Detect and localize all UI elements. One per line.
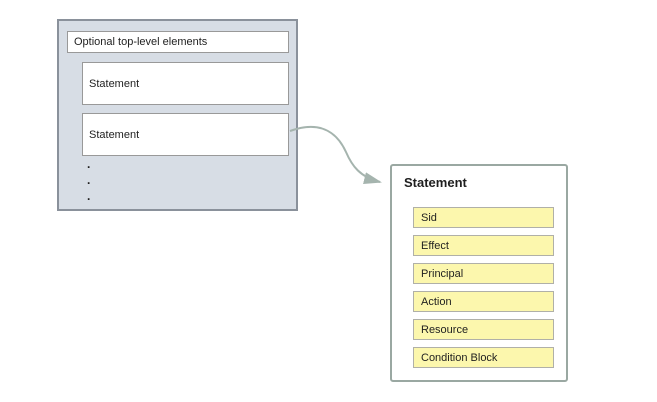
statement-element-list: Sid Effect Principal Action Resource Con… [413,207,554,368]
ellipsis-dot: . [87,189,91,203]
ellipsis-dot: . [87,173,91,187]
element-action: Action [413,291,554,312]
statement-box-2: Statement [82,113,289,156]
element-effect: Effect [413,235,554,256]
element-principal: Principal [413,263,554,284]
element-resource: Resource [413,319,554,340]
statement-detail-title: Statement [404,175,467,190]
element-sid: Sid [413,207,554,228]
policy-document-container: Optional top-level elements Statement St… [57,19,298,211]
optional-top-level-elements-box: Optional top-level elements [67,31,289,53]
ellipsis-dot: . [87,157,91,171]
statement-detail-box: Statement Sid Effect Principal Action Re… [390,164,568,382]
more-statements-ellipsis: . . . [87,156,90,204]
element-condition-block: Condition Block [413,347,554,368]
statement-box-1: Statement [82,62,289,105]
